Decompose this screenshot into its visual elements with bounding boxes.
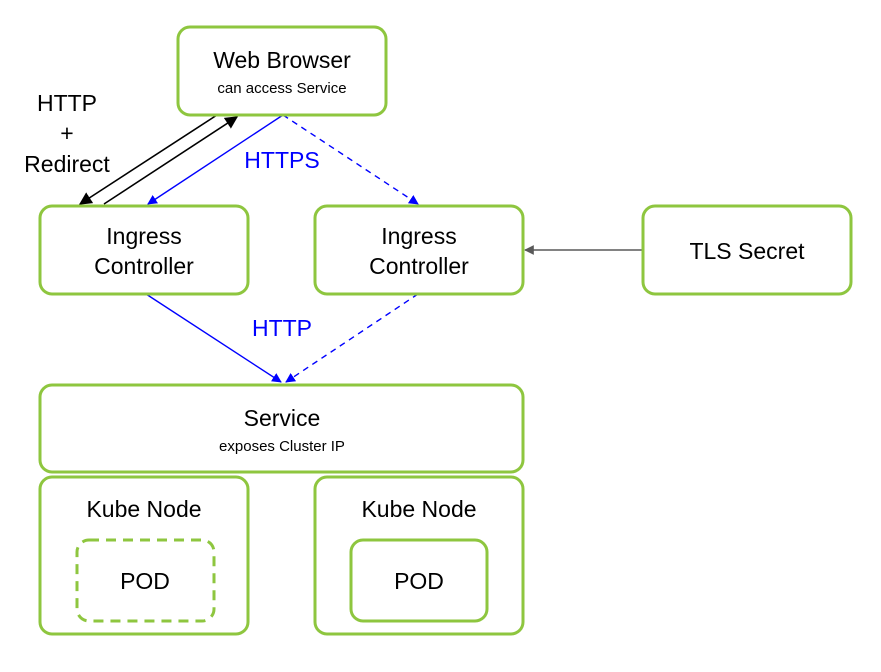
label-http-redirect-line1: HTTP (37, 90, 97, 116)
web-browser-subtitle: can access Service (217, 80, 346, 97)
node-ingress-controller-left: Ingress Controller (38, 204, 250, 296)
pod-left-label: POD (120, 568, 170, 594)
node-ingress-controller-right: Ingress Controller (313, 204, 525, 296)
service-subtitle: exposes Cluster IP (219, 438, 345, 455)
edge-browser-to-ingress-left-black (78, 114, 218, 205)
edge-ingress-left-to-browser-black (103, 116, 239, 205)
edge-browser-to-ingress-right-dashed (282, 114, 419, 205)
label-http-redirect-line3: Redirect (24, 151, 110, 177)
service-title: Service (244, 405, 321, 431)
ingress-right-line1: Ingress (381, 223, 456, 249)
node-kube-node-right: Kube Node POD (313, 475, 525, 636)
edge-ingress-right-to-service-dashed (285, 293, 419, 383)
node-web-browser: Web Browser can access Service (176, 25, 388, 117)
edge-ingress-left-to-service-http (145, 293, 282, 383)
edge-browser-to-ingress-left-https (147, 114, 284, 205)
pod-left-pending: POD (75, 538, 216, 623)
ingress-left-line2: Controller (94, 253, 194, 279)
pod-right-label: POD (394, 568, 444, 594)
node-tls-secret: TLS Secret (641, 204, 853, 296)
label-http: HTTP (252, 315, 312, 341)
edge-labels: HTTP + Redirect HTTPS HTTP (24, 90, 320, 341)
ingress-left-line1: Ingress (106, 223, 181, 249)
edges (78, 114, 643, 383)
kube-node-right-title: Kube Node (361, 496, 476, 522)
pod-right: POD (349, 538, 489, 623)
node-service: Service exposes Cluster IP (38, 383, 525, 474)
label-http-redirect-line2: + (60, 120, 73, 146)
tls-secret-title: TLS Secret (689, 238, 805, 264)
web-browser-title: Web Browser (213, 47, 351, 73)
node-kube-node-left: Kube Node POD (38, 475, 250, 636)
kube-node-left-title: Kube Node (86, 496, 201, 522)
label-https: HTTPS (244, 147, 319, 173)
ingress-right-line2: Controller (369, 253, 469, 279)
